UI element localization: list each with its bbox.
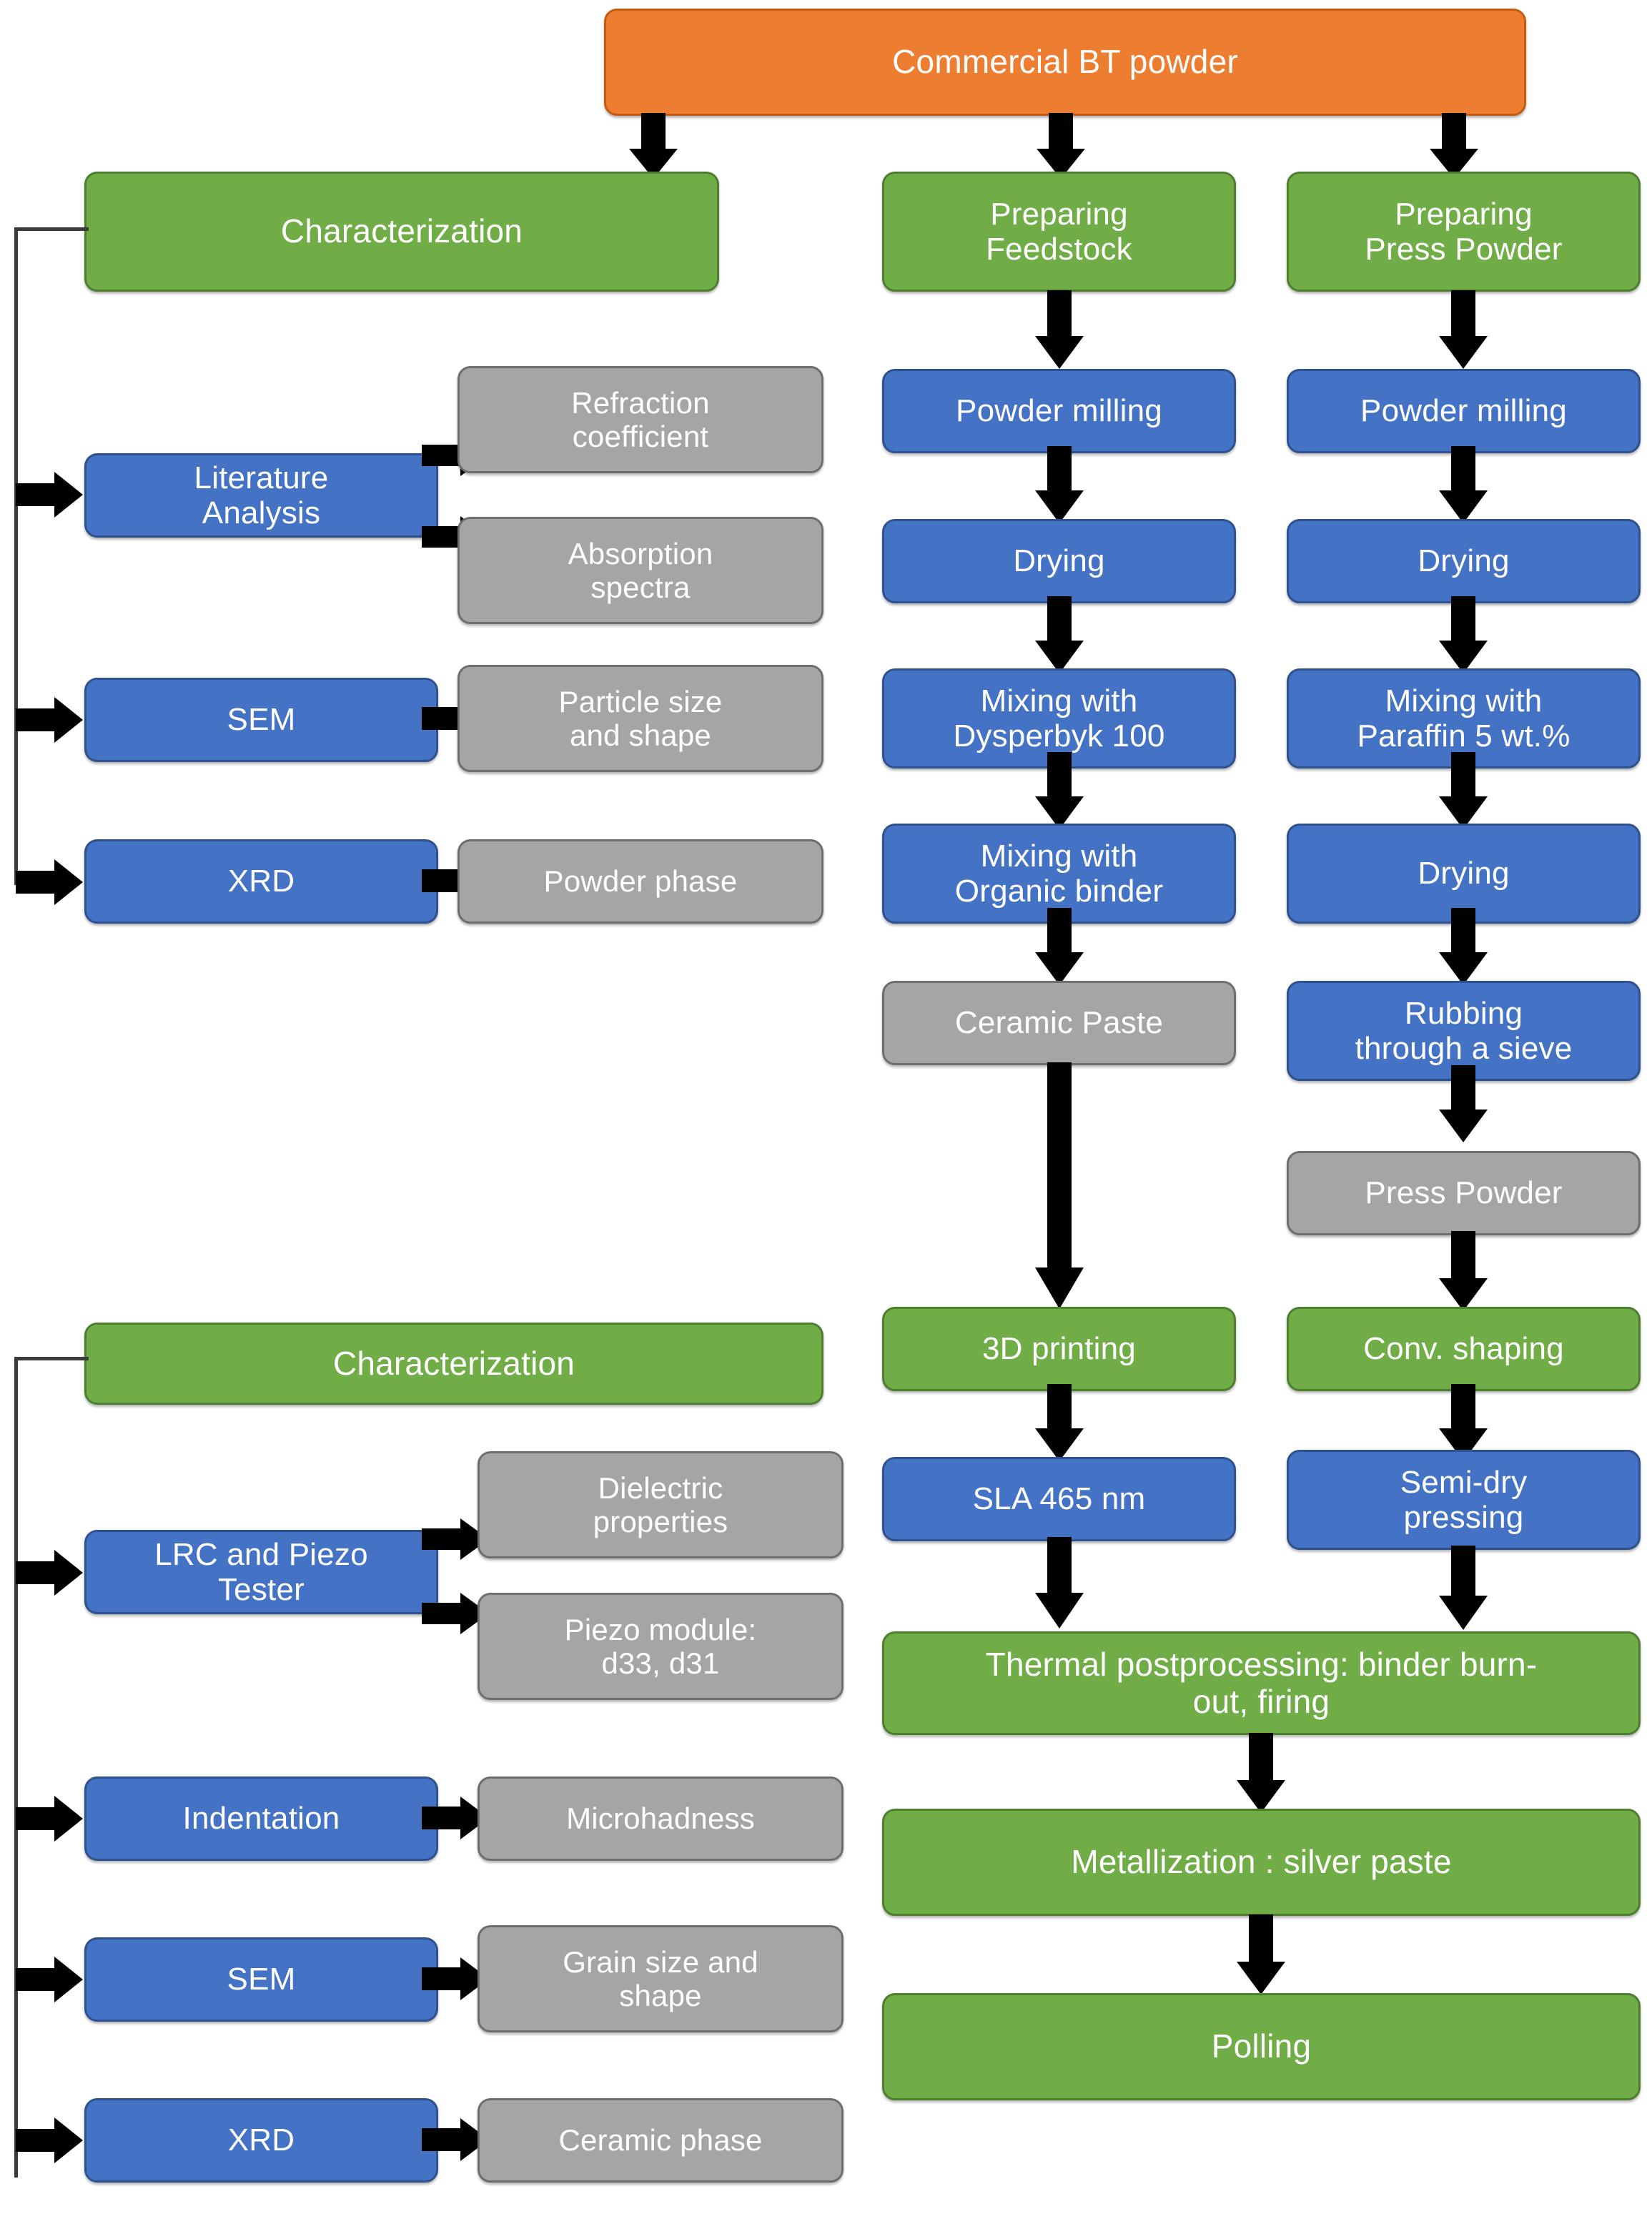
arrow-metallization-to-polling: [1237, 1914, 1285, 1995]
node-dielectric-properties[interactable]: Dielectric properties: [478, 1451, 844, 1558]
node-drying-press-2[interactable]: Drying: [1287, 824, 1641, 924]
node-xrd-ceramic[interactable]: XRD: [84, 2098, 438, 2183]
node-literature-analysis[interactable]: Literature Analysis: [84, 453, 438, 538]
node-rubbing-through-sieve[interactable]: Rubbing through a sieve: [1287, 981, 1641, 1081]
node-lrc-and-piezo-tester[interactable]: LRC and Piezo Tester: [84, 1530, 438, 1614]
node-metallization[interactable]: Metallization : silver paste: [882, 1809, 1641, 1916]
node-powder-milling-press[interactable]: Powder milling: [1287, 369, 1641, 453]
arrow-semi-dry-to-thermal: [1439, 1546, 1488, 1630]
arrow-3d-printing-to-sla: [1035, 1384, 1084, 1461]
arrow-dysperbyk-to-organic-binder: [1035, 752, 1084, 829]
arrow-press-powder-to-conv-shaping: [1439, 1231, 1488, 1311]
node-press-powder-output[interactable]: Press Powder: [1287, 1151, 1641, 1235]
node-conv-shaping[interactable]: Conv. shaping: [1287, 1307, 1641, 1391]
node-refraction-coefficient[interactable]: Refraction coefficient: [457, 366, 823, 473]
arrow-rubbing-to-press-powder: [1439, 1065, 1488, 1142]
node-sla-465-nm[interactable]: SLA 465 nm: [882, 1457, 1236, 1541]
arrow-paraffin-to-drying-2: [1439, 752, 1488, 829]
arrow-source-to-feedstock: [1037, 113, 1085, 179]
arrow-press-powder-to-milling: [1439, 290, 1488, 369]
arrow-milling-to-drying-press: [1439, 446, 1488, 523]
arrow-bus-to-literature-analysis: [16, 472, 83, 518]
node-polling[interactable]: Polling: [882, 1993, 1641, 2100]
arrow-sla-to-thermal: [1035, 1537, 1084, 1629]
arrow-bus-to-sem-powder: [16, 697, 83, 743]
node-mixing-organic-binder[interactable]: Mixing with Organic binder: [882, 824, 1236, 924]
arrow-milling-to-drying-feedstock: [1035, 446, 1084, 523]
arrow-feedstock-to-powder-milling: [1035, 290, 1084, 369]
node-preparing-press-powder[interactable]: Preparing Press Powder: [1287, 172, 1641, 292]
arrow-ceramic-paste-to-3d-printing: [1035, 1062, 1084, 1309]
arrow-source-to-characterization: [629, 113, 678, 179]
node-grain-size-and-shape[interactable]: Grain size and shape: [478, 1925, 844, 2032]
node-characterization-ceramic[interactable]: Characterization: [84, 1323, 823, 1405]
arrow-source-to-press-powder: [1430, 113, 1478, 179]
node-microhardness[interactable]: Microhadness: [478, 1776, 844, 1861]
node-commercial-bt-powder[interactable]: Commercial BT powder: [604, 9, 1526, 116]
node-characterization-powder[interactable]: Characterization: [84, 172, 719, 292]
node-drying-feedstock[interactable]: Drying: [882, 519, 1236, 603]
node-piezo-module[interactable]: Piezo module: d33, d31: [478, 1593, 844, 1700]
arrow-bus-to-indentation: [16, 1796, 83, 1842]
arrow-bus-to-xrd-ceramic: [16, 2117, 83, 2163]
node-sem-ceramic[interactable]: SEM: [84, 1937, 438, 2022]
arrow-drying-to-paraffin: [1439, 596, 1488, 673]
node-3d-printing[interactable]: 3D printing: [882, 1307, 1236, 1391]
node-indentation[interactable]: Indentation: [84, 1776, 438, 1861]
node-thermal-postprocessing[interactable]: Thermal postprocessing: binder burn- out…: [882, 1631, 1641, 1735]
node-powder-milling-feedstock[interactable]: Powder milling: [882, 369, 1236, 453]
bus-powder-horizontal-top: [14, 227, 89, 231]
node-sem-powder[interactable]: SEM: [84, 678, 438, 762]
arrow-drying-to-dysperbyk: [1035, 596, 1084, 673]
arrow-bus-to-xrd-powder: [16, 859, 83, 905]
node-ceramic-phase[interactable]: Ceramic phase: [478, 2098, 844, 2183]
node-ceramic-paste[interactable]: Ceramic Paste: [882, 981, 1236, 1065]
arrow-drying-to-rubbing: [1439, 908, 1488, 985]
node-mixing-dysperbyk[interactable]: Mixing with Dysperbyk 100: [882, 668, 1236, 769]
arrow-thermal-to-metallization: [1237, 1733, 1285, 1813]
node-absorption-spectra[interactable]: Absorption spectra: [457, 517, 823, 624]
bus-powder-vertical: [14, 227, 18, 885]
arrow-bus-to-lrc-piezo: [16, 1550, 83, 1596]
node-xrd-powder[interactable]: XRD: [84, 839, 438, 924]
node-drying-press-1[interactable]: Drying: [1287, 519, 1641, 603]
arrow-binder-to-ceramic-paste: [1035, 908, 1084, 985]
node-particle-size-and-shape[interactable]: Particle size and shape: [457, 665, 823, 772]
node-mixing-paraffin[interactable]: Mixing with Paraffin 5 wt.%: [1287, 668, 1641, 769]
node-preparing-feedstock[interactable]: Preparing Feedstock: [882, 172, 1236, 292]
node-semi-dry-pressing[interactable]: Semi-dry pressing: [1287, 1450, 1641, 1550]
node-powder-phase[interactable]: Powder phase: [457, 839, 823, 924]
bus-ceramic-vertical: [14, 1357, 18, 2178]
arrow-bus-to-sem-ceramic: [16, 1957, 83, 2002]
bus-ceramic-horizontal-top: [14, 1357, 89, 1360]
